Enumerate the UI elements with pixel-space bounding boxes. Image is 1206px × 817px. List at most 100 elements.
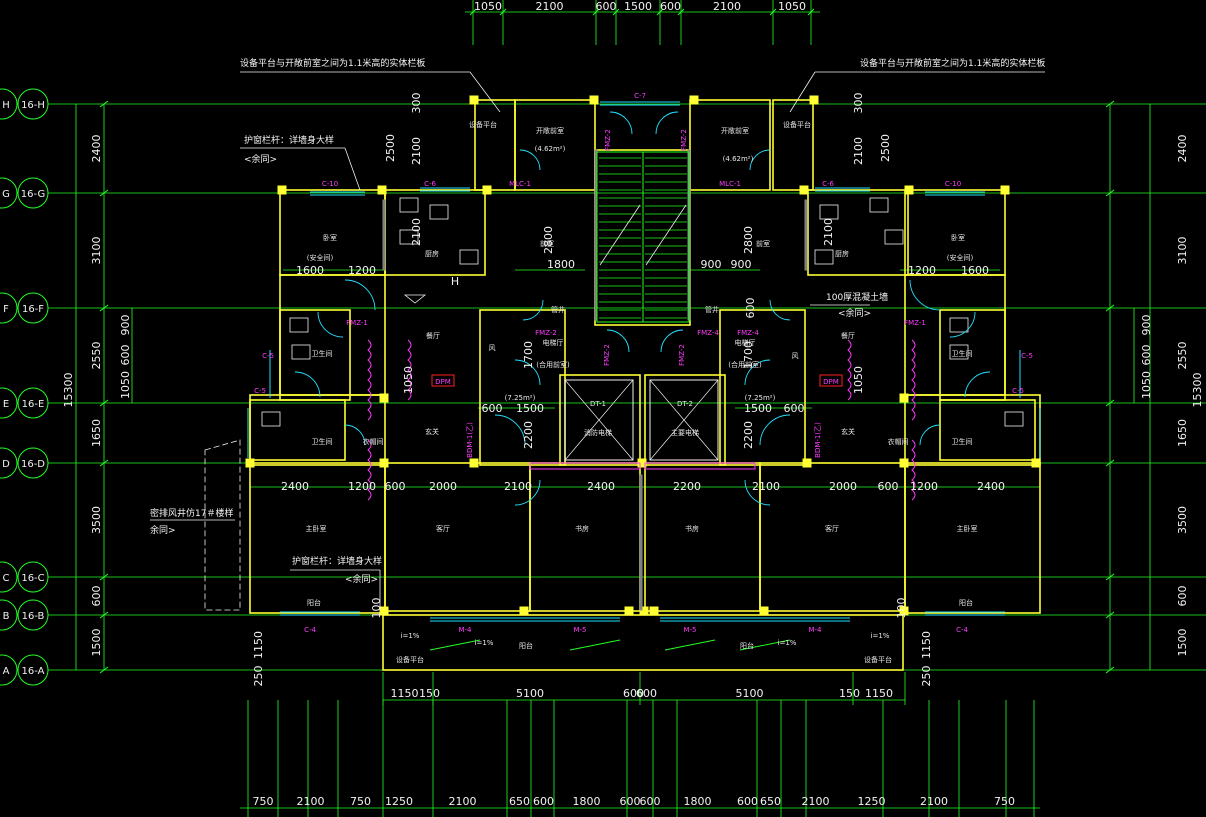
wall-column <box>904 185 914 195</box>
wall-block <box>772 99 814 191</box>
room-label: (合用前室) <box>728 360 762 369</box>
door-swing-arc <box>609 111 633 135</box>
window-tag: C-6 <box>424 180 436 188</box>
dim-tick <box>1105 611 1115 619</box>
dim-left-sub-label: 1050 <box>119 371 132 399</box>
shaft-dashed-outline <box>204 439 241 611</box>
room-label: 主要电梯 <box>671 428 699 437</box>
dim-tick <box>807 8 815 16</box>
axis-bubble-group: 16-GG <box>0 177 49 209</box>
room-label: 阳台 <box>740 641 754 650</box>
wall-column <box>469 95 479 105</box>
fixture <box>884 229 904 245</box>
dpm-box <box>819 374 843 387</box>
curtain-line <box>911 439 916 501</box>
area-label: (4.62m²) <box>535 145 566 153</box>
window-tag: C-4 <box>956 626 968 634</box>
dim-left-label: 1650 <box>90 419 103 447</box>
dim-left-sub-label: 900 <box>119 315 132 336</box>
room-label: 卫生间 <box>952 437 973 446</box>
axis-bubble <box>17 561 49 593</box>
door-swing-arc <box>949 311 976 338</box>
dim-bottom-label: 650 <box>760 795 781 808</box>
dim-bottom-label: 600 <box>737 795 758 808</box>
stair-hatching <box>529 151 756 470</box>
interior-dim-label: 2800 <box>742 226 755 254</box>
wall-column <box>589 95 599 105</box>
dim-tick <box>769 8 777 16</box>
dimension-lines <box>75 8 1151 809</box>
axis-bubble-partial-label: H <box>2 100 10 111</box>
dim-left-label: 600 <box>90 586 103 607</box>
dim-tick <box>1105 666 1115 674</box>
window-tag: C-10 <box>945 180 961 188</box>
door-swing-arc <box>909 279 941 311</box>
curtain-line <box>847 339 852 401</box>
dim-right-label: 3100 <box>1176 237 1189 265</box>
room-label: 玄关 <box>841 427 855 436</box>
slope-label: i=1% <box>778 639 797 647</box>
elevator-shaft <box>649 379 719 461</box>
dim-left-label: 3100 <box>90 237 103 265</box>
dim-right-label: 1650 <box>1176 419 1189 447</box>
interior-dim-label: 1500 <box>516 402 544 415</box>
wall-block <box>279 189 386 276</box>
axis-bubble-partial <box>0 561 18 593</box>
wall-block <box>689 99 771 191</box>
interior-dim-label: 2800 <box>542 226 555 254</box>
dim-tick <box>99 100 109 108</box>
wall-column <box>469 458 479 468</box>
stair-break-line <box>599 204 641 266</box>
dim-bottom-label: 1250 <box>858 795 886 808</box>
door-swing-arc <box>494 414 526 446</box>
interior-dim-label: 1600 <box>961 264 989 277</box>
dim-tick <box>99 573 109 581</box>
area-label: (7.25m²) <box>745 394 776 402</box>
dim-tick <box>592 8 600 16</box>
door-swing-arc <box>749 149 771 171</box>
interior-dim-label: 1150 <box>252 631 265 659</box>
dim-right-label: 3500 <box>1176 506 1189 534</box>
interior-dim-label: 900 <box>701 258 722 271</box>
dim-left-total: 15300 <box>62 373 75 408</box>
dim-bottom-inner-label: 150 <box>419 687 440 700</box>
interior-dim-label: 2200 <box>742 421 755 449</box>
axis-bubble-partial <box>0 88 18 120</box>
slope-arrow <box>429 639 481 651</box>
axis-bubble-group: 16-AA <box>0 654 49 686</box>
wall-block <box>514 99 596 191</box>
room-label: 风 <box>489 344 496 352</box>
interior-dim-label: 2100 <box>410 218 423 246</box>
axis-bubble <box>17 447 49 479</box>
dim-top-label: 600 <box>596 0 617 13</box>
triangle-marker <box>403 294 427 304</box>
interior-dim-label: 600 <box>385 480 406 493</box>
room-label: 主卧室 <box>306 524 327 533</box>
note-guard-window-2: 护窗栏杆：详墙身大样 <box>292 555 382 567</box>
dim-tick <box>1105 573 1115 581</box>
axis-bubble <box>17 292 49 324</box>
wall-block <box>249 399 346 461</box>
window-tag: C-5 <box>1012 387 1024 395</box>
axis-bubble-label: 16-G <box>21 189 45 200</box>
wall-block <box>904 189 1006 276</box>
wall-column <box>519 606 529 616</box>
door-swing-arc <box>919 424 941 446</box>
dim-right-label: 2400 <box>1176 135 1189 163</box>
door-swing-arc <box>294 371 321 398</box>
interior-dim-label: 2100 <box>410 137 423 165</box>
door-tag: BDM-1(乙) <box>466 422 474 458</box>
stair-break-line <box>645 204 687 266</box>
wall-block <box>559 374 641 466</box>
room-label: 开敞前室 <box>721 126 749 135</box>
dim-bottom-inner-label: 600 <box>636 687 657 700</box>
dim-bottom-label: 650 <box>509 795 530 808</box>
slope-arrow <box>664 639 716 651</box>
interior-wall <box>382 199 386 271</box>
wall-column <box>379 458 389 468</box>
interior-dim-label: 1500 <box>744 402 772 415</box>
interior-dim-label: 600 <box>744 298 757 319</box>
interior-dim-label: 600 <box>784 402 805 415</box>
